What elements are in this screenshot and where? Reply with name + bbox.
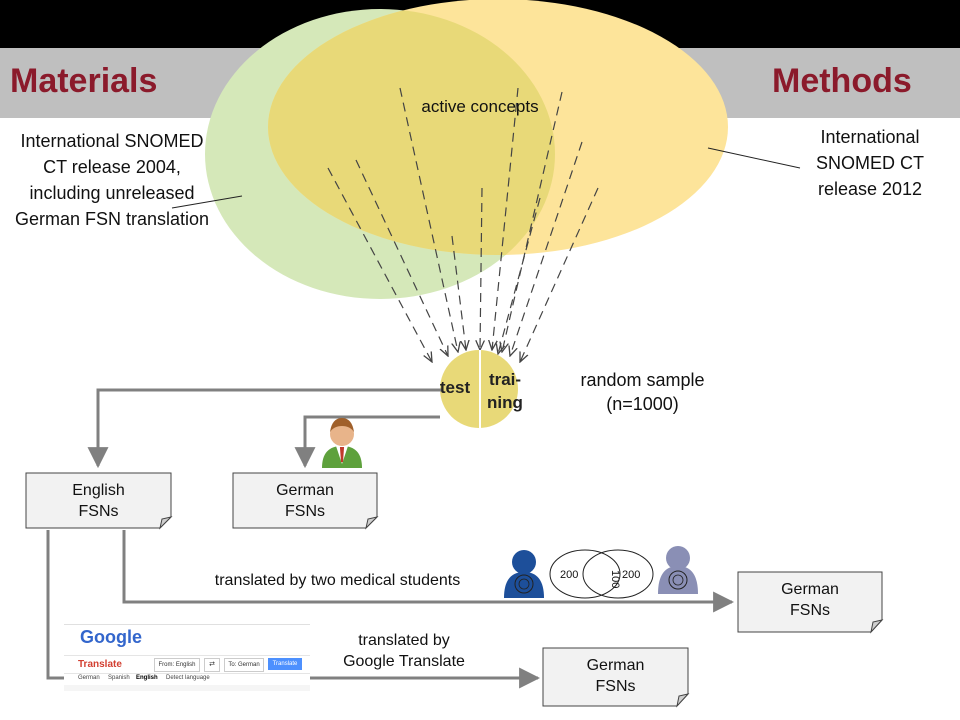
student-overlap-venn xyxy=(549,549,654,599)
from-language-select: From: English xyxy=(154,658,200,672)
student-icon-right xyxy=(658,546,698,594)
venn-left-count: 200 xyxy=(560,569,578,581)
swap-languages-icon: ⇄ xyxy=(204,658,220,672)
random-sample-label: random sample (n=1000) xyxy=(580,370,705,414)
google-translate-title: Translate xyxy=(78,659,122,670)
release-2012-label: International SNOMED CT release 2012 xyxy=(816,127,924,199)
german-fsns-google-box: German FSNs xyxy=(586,657,645,695)
translated-by-google-label: translated by Google Translate xyxy=(343,632,465,670)
to-language-select: To: German xyxy=(224,658,264,672)
language-tab-german: German xyxy=(78,675,100,681)
translated-by-students-label: translated by two medical students xyxy=(214,572,461,589)
student-icon-left xyxy=(504,550,544,598)
english-fsns-box: English FSNs xyxy=(72,482,125,520)
doctor-icon xyxy=(322,418,362,468)
language-tab-english: English xyxy=(136,675,158,681)
methods-heading: Methods xyxy=(772,62,912,100)
translate-button: Translate xyxy=(268,658,302,670)
leader-line-2012 xyxy=(707,147,801,169)
active-concepts-label: active concepts xyxy=(421,97,539,116)
google-translate-screenshot: Google Translate From: English ⇄ To: Ger… xyxy=(64,624,310,691)
leader-line-2004 xyxy=(171,195,243,209)
german-fsns-students-box: German FSNs xyxy=(781,581,839,619)
doc-shapes xyxy=(25,472,883,707)
language-tab-spanish: Spanish xyxy=(108,675,130,681)
google-logo: Google xyxy=(80,627,142,647)
language-tab-detect: Detect language xyxy=(166,675,210,681)
training-label: trai- ning xyxy=(487,370,523,412)
venn-middle-count: 100 xyxy=(609,570,621,588)
venn-right-count: 200 xyxy=(622,569,640,581)
german-fsns-reference-box: German FSNs xyxy=(276,482,334,520)
flow-arrows xyxy=(46,388,735,689)
release-2004-label: International SNOMED CT release 2004, in… xyxy=(14,131,210,229)
doc-folds xyxy=(159,516,884,708)
test-label: test xyxy=(439,378,471,397)
materials-heading: Materials xyxy=(10,62,158,100)
sampling-arrows xyxy=(327,87,599,362)
